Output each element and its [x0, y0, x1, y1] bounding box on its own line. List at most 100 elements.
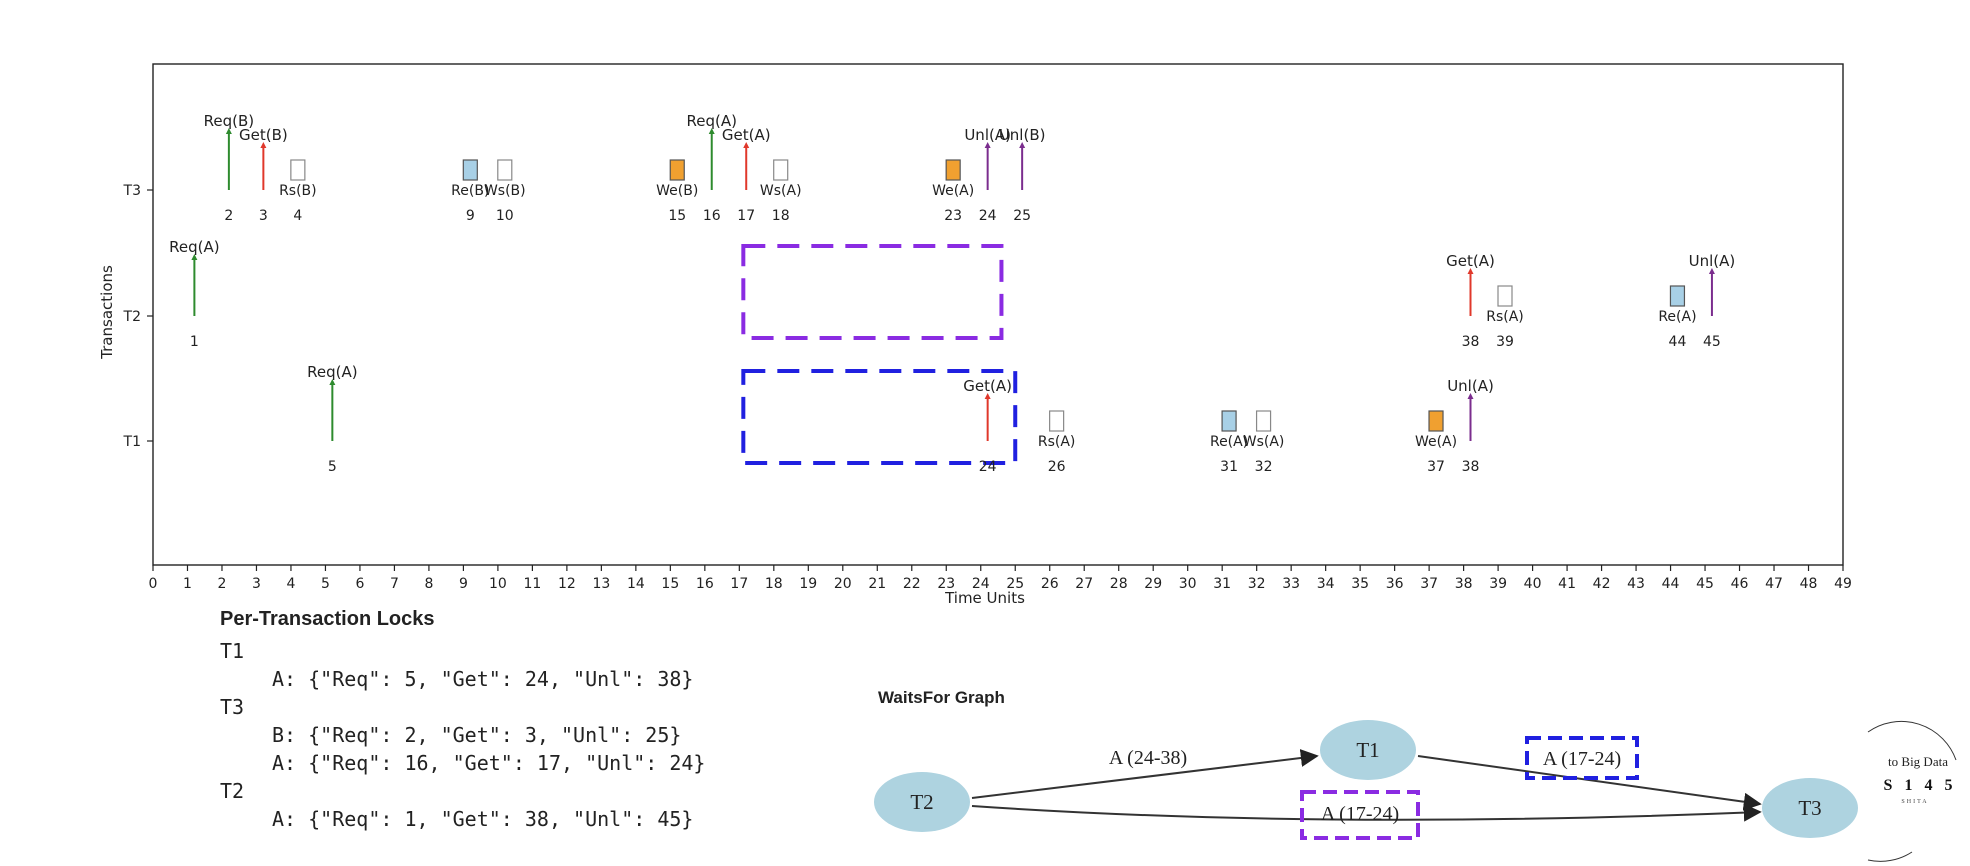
- event-time-label: 4: [293, 208, 302, 224]
- event-label: Req(B): [204, 112, 255, 130]
- event-box-re: [1669, 285, 1686, 307]
- event-label: Rs(B): [279, 183, 317, 199]
- x-tick-label: 0: [149, 576, 158, 592]
- locks-entry: A: {"Req": 16, "Get": 17, "Unl": 24}: [272, 751, 706, 775]
- x-tick-label: 47: [1765, 576, 1783, 592]
- logo-text-line3: SHITA: [1901, 799, 1928, 805]
- x-tick-label: 10: [489, 576, 507, 592]
- event-label: Rs(A): [1486, 309, 1524, 325]
- event-time-label: 9: [466, 208, 475, 224]
- highlight-box-edge-t2-t3: [1300, 790, 1420, 840]
- event-time-label: 32: [1255, 459, 1273, 475]
- event-arrowhead-req: [708, 128, 715, 134]
- event-arrowhead-req: [225, 128, 232, 134]
- x-tick-label: 19: [799, 576, 817, 592]
- event-arrowhead-get: [1467, 268, 1474, 274]
- x-tick-label: 30: [1179, 576, 1197, 592]
- plot-frame: [152, 63, 1844, 566]
- event-time-label: 45: [1703, 334, 1721, 350]
- edge-label-t2-t1: A (24-38): [1109, 747, 1187, 769]
- x-tick-label: 27: [1075, 576, 1093, 592]
- y-tick-label: T1: [123, 434, 141, 450]
- event-time-label: 17: [737, 208, 755, 224]
- event-box-re: [1221, 410, 1237, 432]
- event-arrowhead-unl: [1019, 142, 1026, 148]
- event-time-label: 3: [259, 208, 268, 224]
- x-tick-label: 32: [1248, 576, 1266, 592]
- event-arrowhead-unl: [984, 142, 991, 148]
- node-t1-label: T1: [1356, 738, 1379, 762]
- event-label: Re(B): [451, 183, 489, 199]
- event-arrowhead-get: [743, 142, 750, 148]
- event-time-label: 2: [224, 208, 233, 224]
- event-time-label: 38: [1462, 334, 1480, 350]
- locks-txn-t3: T3: [220, 695, 245, 719]
- node-t3: [1762, 778, 1858, 838]
- node-t1: [1320, 720, 1416, 780]
- event-label: Get(A): [1446, 252, 1495, 270]
- x-tick-label: 18: [765, 576, 783, 592]
- event-box-re: [462, 159, 478, 181]
- x-tick-label: 38: [1455, 576, 1473, 592]
- event-label: Unl(B): [999, 126, 1046, 144]
- edge-t2-t1: [971, 749, 1319, 799]
- x-tick-label: 23: [937, 576, 955, 592]
- x-tick-label: 7: [390, 576, 399, 592]
- locks-list: T1 A: {"Req": 5, "Get": 24, "Unl": 38} T…: [220, 637, 705, 833]
- locks-entry: A: {"Req": 1, "Get": 38, "Unl": 45}: [272, 807, 694, 831]
- event-time-label: 15: [668, 208, 686, 224]
- event-time-label: 10: [496, 208, 514, 224]
- event-time-label: 25: [1013, 208, 1031, 224]
- event-label: Get(B): [239, 126, 288, 144]
- x-tick-label: 14: [627, 576, 645, 592]
- event-time-label: 44: [1669, 334, 1687, 350]
- event-arrowhead-req: [191, 254, 198, 260]
- x-tick-label: 42: [1593, 576, 1611, 592]
- x-tick-label: 4: [286, 576, 295, 592]
- x-tick-label: 41: [1558, 576, 1576, 592]
- event-box-rs: [290, 159, 306, 181]
- x-tick-label: 39: [1489, 576, 1507, 592]
- x-tick-label: 49: [1834, 576, 1852, 592]
- event-label: Req(A): [307, 363, 357, 381]
- x-tick-label: 35: [1351, 576, 1369, 592]
- edge-t2-t3: [971, 803, 1762, 822]
- x-tick-label: 9: [459, 576, 468, 592]
- x-tick-label: 16: [696, 576, 714, 592]
- logo-text-line1: to Big Data: [1888, 754, 1948, 769]
- event-time-label: 5: [328, 459, 337, 475]
- highlight-box-edge-t1-t3: [1525, 736, 1639, 780]
- event-label: Re(A): [1210, 434, 1248, 450]
- event-label: Re(A): [1658, 309, 1696, 325]
- x-tick-label: 5: [321, 576, 330, 592]
- event-label: Rs(A): [1038, 434, 1076, 450]
- event-box-ws: [773, 159, 789, 181]
- highlight-box-t2: [741, 244, 1004, 340]
- x-tick-label: 1: [183, 576, 192, 592]
- event-box-ws: [497, 159, 513, 181]
- x-tick-label: 31: [1213, 576, 1231, 592]
- x-tick-label: 20: [834, 576, 852, 592]
- edge-label-t1-t3: A (17-24): [1543, 748, 1621, 770]
- waits-for-title: WaitsFor Graph: [878, 688, 1005, 707]
- locks-txn-t2: T2: [220, 779, 245, 803]
- event-time-label: 26: [1048, 459, 1066, 475]
- event-time-label: 24: [979, 459, 997, 475]
- x-tick-label: 21: [868, 576, 886, 592]
- event-arrowhead-unl: [1708, 268, 1715, 274]
- x-tick-label: 29: [1144, 576, 1162, 592]
- x-tick-label: 45: [1696, 576, 1714, 592]
- event-time-label: 31: [1220, 459, 1238, 475]
- x-tick-label: 25: [1006, 576, 1024, 592]
- event-box-rs: [1497, 285, 1513, 307]
- event-time-label: 18: [772, 208, 790, 224]
- x-tick-label: 6: [355, 576, 364, 592]
- x-tick-label: 26: [1041, 576, 1059, 592]
- x-tick-label: 44: [1662, 576, 1680, 592]
- event-box-ws: [1255, 410, 1272, 432]
- node-t2: [874, 772, 970, 832]
- x-tick-label: 37: [1420, 576, 1438, 592]
- node-t2-label: T2: [910, 790, 933, 814]
- event-arrowhead-get: [984, 393, 991, 399]
